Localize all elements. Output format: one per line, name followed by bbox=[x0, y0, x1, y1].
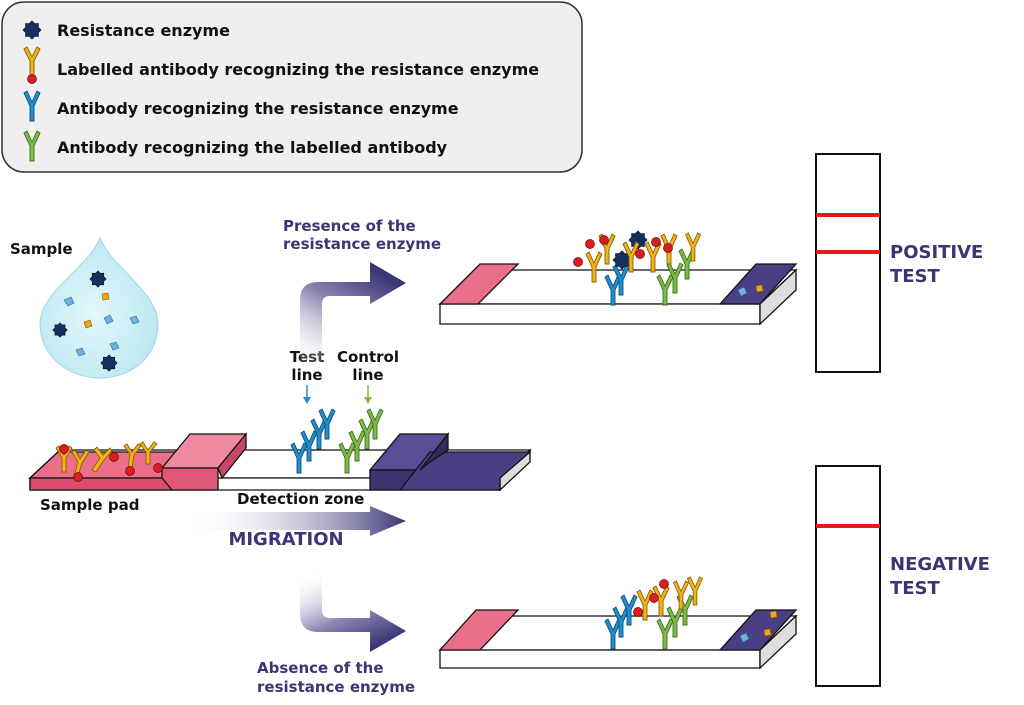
absorbent-pad bbox=[368, 432, 532, 491]
fragment-icon bbox=[129, 315, 140, 325]
positive-result-window bbox=[815, 153, 881, 373]
test-line-label: line bbox=[291, 366, 322, 384]
negative-test-strip bbox=[438, 576, 798, 670]
fragment-icon bbox=[75, 347, 86, 357]
absence-arrow bbox=[300, 575, 406, 652]
legend-item-label: Labelled antibody recognizing the resist… bbox=[57, 60, 539, 79]
absence-label: resistance enzyme bbox=[257, 678, 415, 696]
positive-test-strip bbox=[438, 230, 798, 326]
legend-item-label: Resistance enzyme bbox=[57, 21, 230, 40]
sample-drop bbox=[39, 236, 159, 379]
positive-test-label: POSITIVE bbox=[890, 242, 983, 263]
enzyme-icon bbox=[100, 354, 118, 372]
presence-arrow bbox=[300, 262, 406, 370]
fragment-icon bbox=[83, 319, 93, 329]
conjugate-pad bbox=[160, 432, 248, 491]
presence-label: resistance enzyme bbox=[283, 235, 441, 253]
labelled-antibody-icon bbox=[23, 46, 41, 84]
migration-label: MIGRATION bbox=[228, 529, 343, 550]
fragment-icon bbox=[109, 341, 120, 351]
legend: Resistance enzyme Labelled antibody reco… bbox=[1, 1, 583, 173]
negative-result-window bbox=[815, 465, 881, 687]
sample-pad-label: Sample pad bbox=[40, 496, 139, 514]
detection-zone-label: Detection zone bbox=[237, 490, 364, 508]
legend-box bbox=[1, 1, 583, 173]
migration-arrow bbox=[185, 506, 406, 536]
legend-item-label: Antibody recognizing the labelled antibo… bbox=[57, 138, 448, 157]
presence-label: Presence of the bbox=[283, 217, 416, 235]
control-line-label: line bbox=[352, 366, 383, 384]
absence-label: Absence of the bbox=[257, 659, 384, 677]
negative-test-label: TEST bbox=[890, 578, 941, 599]
legend-item-label: Antibody recognizing the resistance enzy… bbox=[57, 99, 459, 118]
resistance-enzyme-icon bbox=[22, 20, 42, 40]
negative-test-label: NEGATIVE bbox=[890, 554, 990, 575]
test-line-pointer bbox=[303, 385, 311, 404]
fragment-icon bbox=[63, 296, 75, 307]
sample-label: Sample bbox=[10, 240, 73, 258]
labelled-antibodies-group bbox=[55, 441, 163, 482]
fragment-icon bbox=[103, 314, 114, 325]
positive-test-label: TEST bbox=[890, 266, 941, 287]
enzyme-icon bbox=[52, 322, 68, 338]
enzyme-icon bbox=[89, 270, 107, 288]
main-test-strip bbox=[28, 408, 532, 492]
fragment-icon bbox=[101, 292, 110, 301]
control-line-label: Control bbox=[337, 348, 399, 366]
control-line-pointer bbox=[364, 385, 372, 404]
